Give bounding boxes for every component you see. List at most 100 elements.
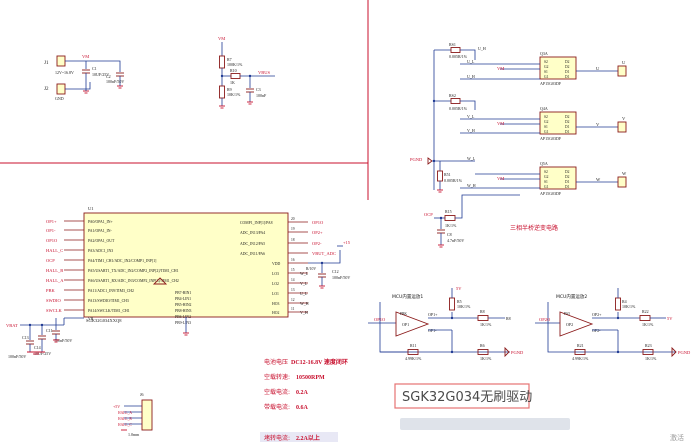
vbus-divider-block: VM R7 100K/1% R10 1K VBUS C3 100nF R9 10… [218, 36, 275, 109]
q4a-label: Q4A [540, 106, 548, 111]
watermark-text: 激活 [670, 433, 684, 442]
opamp2-vdd: 5V [667, 316, 673, 321]
svg-text:PB5-HIN2: PB5-HIN2 [175, 303, 192, 307]
q3a-label: Q3A [540, 51, 548, 56]
svg-text:PA0/OPA1_IN+: PA0/OPA1_IN+ [88, 220, 113, 224]
opamp1-vdd: 5V [456, 286, 462, 291]
svg-text:S1: S1 [544, 125, 548, 129]
net-op1-plus: OP1+ [46, 219, 57, 224]
r9-value: 10K/1% [227, 92, 241, 97]
connector-j5 [617, 176, 627, 188]
opamp1-block: MCU内置运放1 OP1O OP1 PBK OP1+ OP1- R5 10K/1… [368, 286, 524, 361]
svg-text:G1: G1 [544, 185, 549, 189]
mosfet-q3a [539, 56, 577, 80]
sensor-part: 1.0mm [128, 432, 140, 437]
svg-text:LO2: LO2 [272, 282, 279, 286]
ground-icon [319, 285, 325, 289]
bridge-pgnd-label: PGND [410, 157, 423, 162]
rs2-label: RS2 [449, 93, 456, 98]
svg-text:19: 19 [291, 227, 295, 231]
svg-text:VDD: VDD [272, 262, 280, 266]
svg-text:S2: S2 [544, 115, 548, 119]
pgnd-arrow-icon [427, 157, 433, 165]
bridge-title: 三相半桥逆变电路 [510, 224, 558, 232]
svg-text:D2: D2 [565, 170, 570, 174]
ground-icon [183, 332, 189, 336]
note-line-1-label: 电池电压 [264, 358, 288, 366]
r23-value: 1K/1% [645, 356, 657, 361]
c14-label: C14 [34, 345, 41, 350]
r10-label: R10 [230, 68, 237, 73]
svg-text:LO3: LO3 [272, 272, 279, 276]
phase-u-out: U [596, 66, 600, 71]
resistor-r7 [219, 55, 225, 69]
r4-value: 10K/1% [622, 304, 636, 309]
opamp1-name: OP1 [402, 322, 409, 327]
vin-range-label: 12V~16.8V [55, 70, 74, 75]
resistor-r15 [444, 215, 456, 221]
ground-icon [247, 101, 253, 105]
net-swclk: SWCLK [46, 308, 63, 313]
net-swdio: SWDIO [46, 298, 61, 303]
svg-text:HO2: HO2 [272, 311, 279, 315]
c12-label: C12 [332, 269, 339, 274]
r6-label: R6 [480, 343, 485, 348]
mcu-right-pins: COMP1_INP[1]/PA8 ADC_IN13/PA4 ADC_IN12/P… [240, 217, 336, 315]
net-v-h: V_H [300, 310, 308, 315]
c11-label: C11 [46, 328, 53, 333]
svg-text:PA2/OPA1_OUT: PA2/OPA1_OUT [88, 239, 115, 243]
r7-label: R7 [227, 57, 232, 62]
svg-text:PA5: PA5 [564, 312, 570, 316]
svg-text:PA3/ADC1_IN3: PA3/ADC1_IN3 [88, 249, 113, 253]
q3a-part: AP15G03DF [540, 81, 562, 86]
resistor-r6 [477, 349, 489, 355]
resistor-r4 [615, 297, 621, 311]
vbus-net-label: VBUS [258, 70, 271, 75]
r21-label: R21 [577, 343, 584, 348]
sensor-5v: +5V [113, 404, 120, 409]
gnd-label: GND [55, 96, 64, 101]
c13-value: 100nF/50V [8, 354, 26, 359]
svg-text:PB6-LIN2: PB6-LIN2 [175, 315, 191, 319]
svg-text:D2: D2 [565, 60, 570, 64]
q5a-part: AP15G03DF [540, 191, 562, 196]
opamp2-pgnd-arrow-icon [671, 346, 677, 358]
resistor-r10 [230, 73, 241, 79]
mcu-left-pins: OP1+ OP1- OP1O HALL_C OCP HALL_B HALL_A … [46, 219, 179, 321]
gate-u-h-label: U_H [478, 46, 486, 51]
svg-text:S1: S1 [544, 180, 548, 184]
r7-value: 100K/1% [227, 62, 243, 67]
note-line-4-value: 0.6A [296, 405, 309, 411]
r11-value: 4.99K/1% [405, 356, 422, 361]
opamp1-minus: OP1- [428, 328, 437, 333]
svg-text:S1: S1 [544, 70, 548, 74]
svg-text:12: 12 [291, 298, 295, 302]
svg-text:G2: G2 [544, 65, 549, 69]
svg-text:PA6/USART1_RX/ADC_IN3/COMP2_IN: PA6/USART1_RX/ADC_IN3/COMP2_INP[3]/TIM1_… [88, 279, 179, 283]
r23-label: R23 [645, 343, 652, 348]
net-op2-plus: OP2+ [312, 230, 323, 235]
divider-vm-label: VM [218, 36, 225, 41]
gate-v-l-label: V_L [467, 114, 475, 119]
net-hall-c: HALL_C [46, 248, 63, 253]
sensor-conn-label: J6 [140, 392, 144, 397]
opamp2-title: MCU内置运放2 [556, 293, 587, 300]
phase-w-mosfet: W_L Q5A AP15G03DF S2 G2 S1 G1 D2 D2 D1 D… [460, 156, 627, 196]
triangle-marker-icon [152, 277, 168, 285]
c8-value: 4.7nF/50V [447, 238, 464, 243]
r22-label: R22 [642, 309, 649, 314]
note-line-5-label: 堵转电流: [264, 434, 290, 442]
net-op2-minus: OP2- [312, 241, 322, 246]
r22-value: 1K/1% [642, 322, 654, 327]
resistor-rs1 [450, 47, 461, 53]
svg-text:HALL_B: HALL_B [118, 417, 132, 421]
performance-notes: 电池电压 DC12-16.8V 速度闭环 空载转速: 10500RPM 空载电流… [260, 358, 348, 442]
r4-label: R4 [622, 299, 627, 304]
svg-text:VB: VB [88, 317, 94, 321]
svg-text:18: 18 [291, 238, 295, 242]
svg-text:14: 14 [291, 278, 295, 282]
note-line-4-label: 带载电流: [264, 403, 290, 411]
svg-text:D2: D2 [565, 115, 570, 119]
mcu-part-name: SGK32G034XXQ8 [86, 318, 122, 323]
